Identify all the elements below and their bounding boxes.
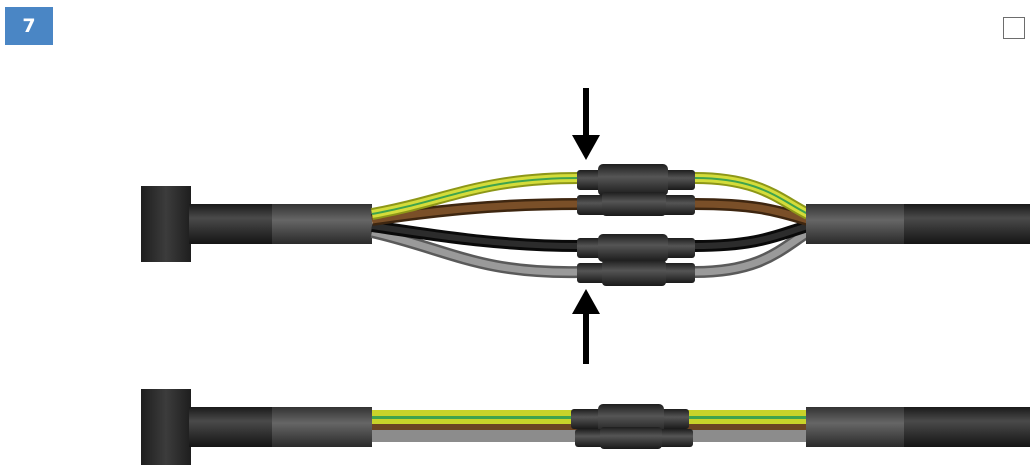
left-cable-end-cap bbox=[141, 186, 191, 262]
down-arrow-icon bbox=[572, 88, 600, 160]
right-cable-sleeve bbox=[806, 204, 908, 244]
crimped-connector-upper bbox=[571, 404, 689, 434]
wire-black bbox=[371, 220, 810, 252]
top-splice-assembly bbox=[141, 88, 1030, 364]
wire-brown bbox=[371, 198, 810, 226]
bottom-splice-assembly bbox=[141, 389, 1030, 465]
left-cable-end-cap bbox=[141, 389, 191, 465]
connector-brown bbox=[577, 192, 695, 216]
connector-earth bbox=[577, 164, 695, 196]
completion-checkbox[interactable] bbox=[1003, 17, 1025, 39]
right-cable-jacket bbox=[904, 204, 1030, 244]
connector-grey bbox=[577, 260, 695, 286]
connector-black bbox=[577, 234, 695, 262]
left-cable-jacket bbox=[189, 407, 279, 447]
crimped-connector-lower bbox=[575, 427, 693, 449]
right-cable-sleeve bbox=[806, 407, 908, 447]
left-cable-sleeve bbox=[272, 407, 372, 447]
right-cable-jacket bbox=[904, 407, 1030, 447]
up-arrow-icon bbox=[572, 289, 600, 364]
step-number-badge: 7 bbox=[5, 7, 53, 45]
left-cable-jacket bbox=[189, 204, 279, 244]
left-cable-sleeve bbox=[272, 204, 372, 244]
